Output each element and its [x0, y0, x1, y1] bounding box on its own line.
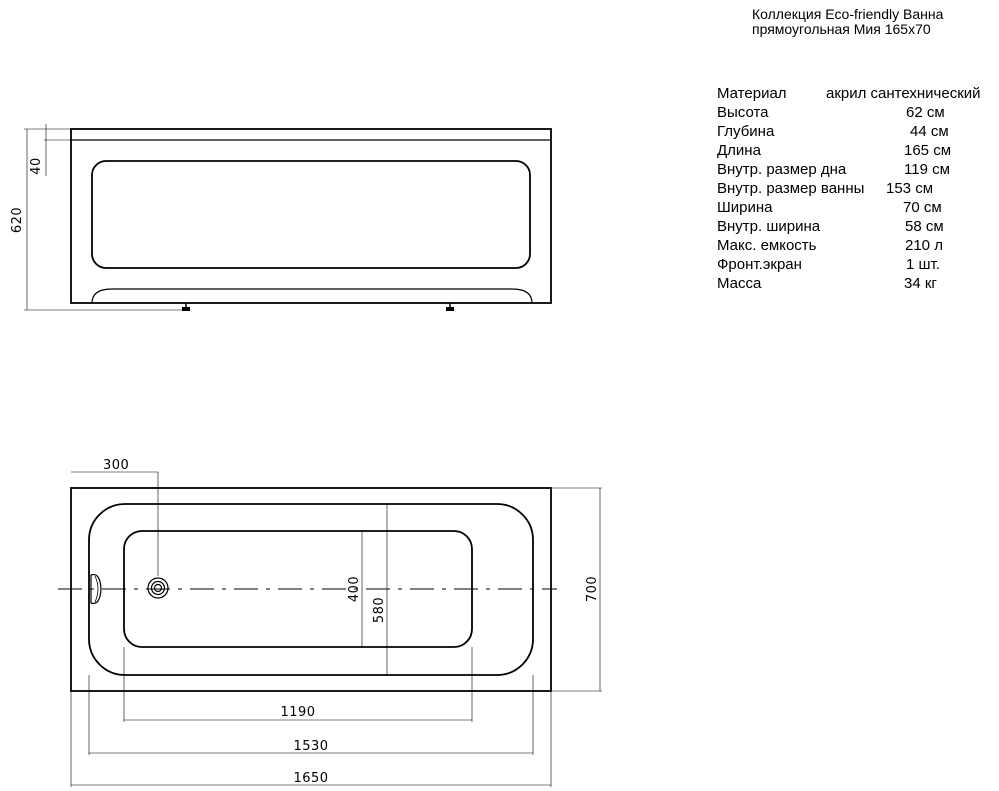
foot-left [182, 303, 190, 311]
spec-label: Материал [717, 85, 787, 102]
header-line-2: прямоугольная Мия 165х70 [752, 21, 931, 37]
spec-value: 62 см [906, 104, 945, 121]
spec-label: Макс. емкость [717, 237, 817, 254]
header-line-1: Коллекция Eco-friendly Ванна [752, 6, 944, 22]
spec-label: Внутр. ширина [717, 218, 821, 235]
spec-value: 44 см [910, 123, 949, 140]
spec-value: 58 см [905, 218, 944, 235]
spec-value: 210 л [905, 237, 943, 254]
foot-right [446, 303, 454, 311]
spec-label: Внутр. размер ванны [717, 180, 864, 197]
dim-height-label: 620 [10, 207, 25, 233]
spec-value: 119 см [904, 161, 950, 178]
dim-580-label: 580 [372, 597, 387, 623]
spec-label: Длина [717, 142, 762, 159]
spec-label: Внутр. размер дна [717, 161, 847, 178]
spec-label: Масса [717, 275, 762, 292]
spec-value: 70 см [903, 199, 942, 216]
spec-value: 153 см [886, 180, 933, 197]
dim-300-label: 300 [103, 458, 129, 473]
spec-value: 34 кг [904, 275, 937, 292]
top-view: 300 400 580 700 1190 1530 1650 [58, 458, 602, 787]
spec-label: Фронт.экран [717, 256, 802, 273]
spec-label: Высота [717, 104, 769, 121]
drain-icon [147, 577, 169, 599]
spec-value: 1 шт. [906, 256, 940, 273]
spec-value: 165 см [904, 142, 951, 159]
dim-rim-label: 40 [29, 157, 44, 175]
dim-700-label: 700 [585, 576, 600, 602]
spec-label: Ширина [717, 199, 773, 216]
overflow-icon [90, 573, 102, 605]
dim-400-label: 400 [347, 576, 362, 602]
spec-value: акрил сантехнический [826, 85, 981, 102]
front-panel-recess [91, 160, 531, 269]
spec-label: Глубина [717, 123, 775, 140]
front-outline [70, 128, 552, 304]
front-view: 620 40 [10, 124, 552, 311]
spec-table: Материал акрил сантехнический Высота 62 … [717, 85, 981, 292]
panel-base-curve [91, 288, 533, 304]
dim-1530-label: 1530 [293, 739, 328, 754]
dim-1650-label: 1650 [293, 771, 328, 786]
dim-1190-label: 1190 [280, 705, 315, 720]
